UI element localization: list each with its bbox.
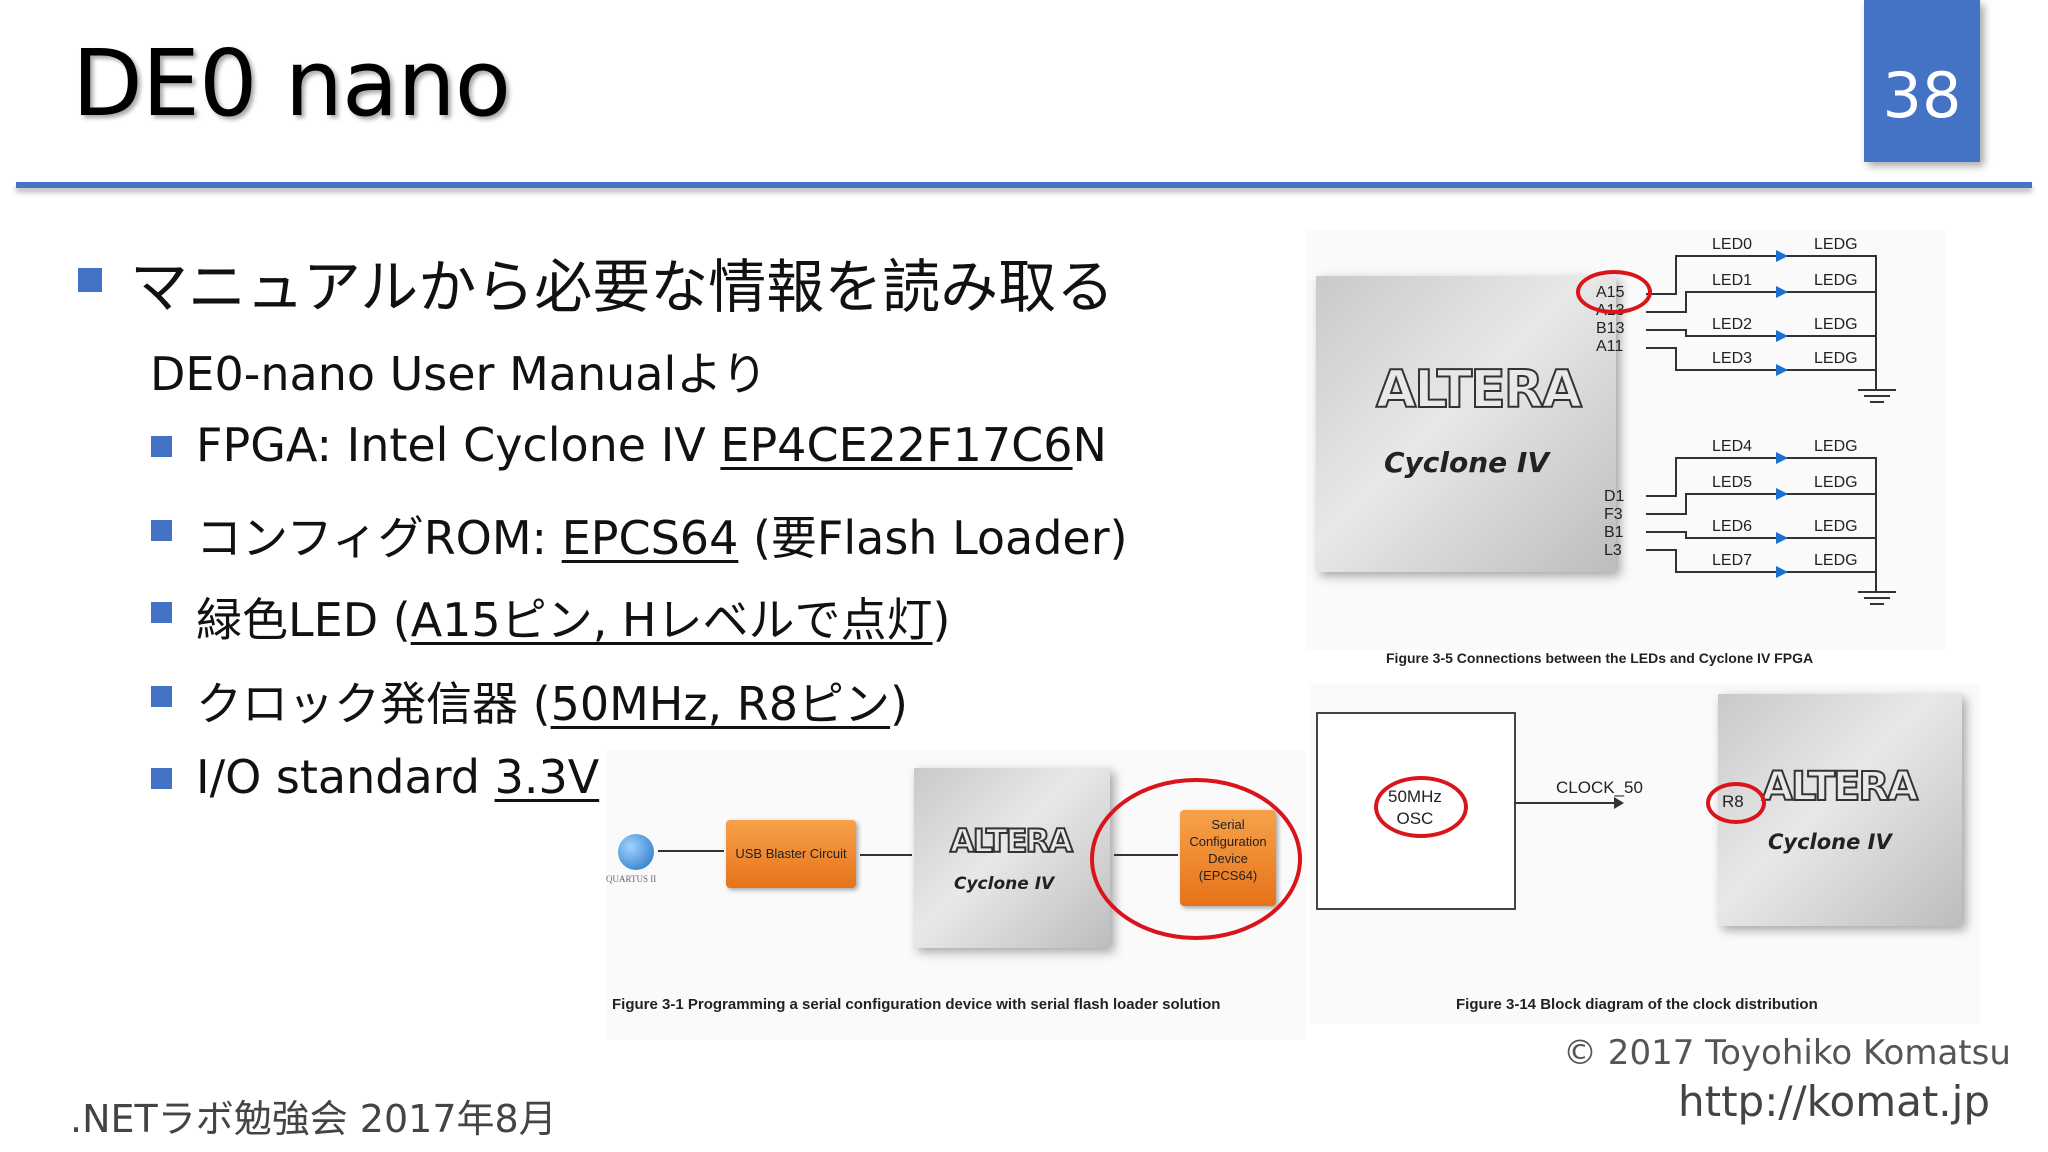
led-label: LED1 [1712, 272, 1753, 289]
config-rom-link[interactable]: EPCS64 [561, 511, 739, 565]
list-item-clock: クロック発信器 (50MHz, R8ピン) [196, 668, 908, 734]
item-suffix: ) [932, 593, 951, 647]
page-number: 38 [1882, 59, 1962, 132]
led-label: LED3 [1712, 350, 1753, 367]
connector-line [658, 850, 724, 852]
pin-label: D1 [1604, 488, 1625, 505]
altera-logo: ALTERA [1761, 763, 1919, 811]
bullet-icon [151, 520, 172, 541]
item-prefix: コンフィグROM: [196, 511, 562, 565]
pin-label: L3 [1604, 542, 1622, 559]
pin-label: B13 [1596, 320, 1625, 337]
bullet-icon [151, 436, 172, 457]
led-color-label: LEDG [1814, 316, 1858, 333]
connector-line [860, 854, 912, 856]
clock-link[interactable]: 50MHz, R8ピン [550, 677, 891, 731]
led-label: LED2 [1712, 316, 1753, 333]
altera-logo: ALTERA [1375, 359, 1583, 421]
bullet-icon [78, 268, 102, 292]
list-item-led: 緑色LED (A15ピン, Hレベルで点灯) [196, 584, 950, 650]
list-item-config-rom: コンフィグROM: EPCS64 (要Flash Loader) [196, 502, 1128, 568]
item-prefix: FPGA: Intel Cyclone IV [196, 418, 721, 472]
item-prefix: I/O standard [196, 750, 495, 804]
item-prefix: 緑色LED ( [196, 593, 411, 647]
led-wiring [1646, 250, 1896, 605]
list-item-fpga: FPGA: Intel Cyclone IV EP4CE22F17C6N [196, 418, 1107, 472]
led-color-label: LEDG [1814, 236, 1858, 253]
cyclone-logo: Cyclone IV [954, 874, 1055, 894]
led-color-label: LEDG [1814, 474, 1858, 491]
led-label: LED4 [1712, 438, 1753, 455]
led-color-label: LEDG [1814, 272, 1858, 289]
fpga-chip: ALTERA Cyclone IV [1718, 694, 1962, 926]
quartus-logo-icon [618, 834, 654, 870]
led-label: LED7 [1712, 552, 1753, 569]
part-number-link[interactable]: EP4CE22F17C6 [720, 418, 1073, 472]
footer-event: .NETラボ勉強会 2017年8月 [70, 1097, 557, 1141]
bullet-icon [151, 602, 172, 623]
led-color-label: LEDG [1814, 518, 1858, 535]
main-heading: マニュアルから必要な情報を読み取る [130, 253, 1115, 321]
pin-label: A11 [1596, 338, 1624, 355]
highlight-circle [1576, 270, 1652, 314]
led-color-label: LEDG [1814, 438, 1858, 455]
cyclone-logo: Cyclone IV [1768, 830, 1892, 854]
slide-title: DE0 nano [72, 30, 511, 137]
item-prefix: クロック発信器 ( [196, 677, 551, 731]
arrow-icon [1614, 797, 1624, 809]
altera-logo: ALTERA [949, 821, 1074, 861]
fpga-chip: ALTERA Cyclone IV [914, 768, 1110, 948]
led-color-label: LEDG [1814, 552, 1858, 569]
figure-caption: Figure 3-1 Programming a serial configur… [612, 996, 1221, 1013]
item-suffix: (要Flash Loader) [738, 511, 1128, 565]
led-label: LED6 [1712, 518, 1753, 535]
highlight-circle [1090, 778, 1302, 940]
bullet-icon [151, 686, 172, 707]
cyclone-logo: Cyclone IV [1384, 446, 1549, 479]
bullet-icon [151, 768, 172, 789]
pin-label: F3 [1604, 506, 1623, 523]
clock-signal-line [1514, 802, 1622, 804]
footer-copyright: © 2017 Toyohiko Komatsu [1563, 1033, 2011, 1073]
led-label: LED5 [1712, 474, 1753, 491]
led-pin-link[interactable]: A15ピン, Hレベルで点灯 [410, 593, 933, 647]
item-suffix: ) [890, 677, 908, 731]
led-label: LED0 [1712, 236, 1753, 253]
page-number-badge: 38 [1864, 0, 1980, 162]
title-divider [16, 182, 2032, 188]
pin-label: B1 [1604, 524, 1624, 541]
source-note: DE0-nano User Manualより [150, 347, 768, 401]
list-item-io-standard: I/O standard 3.3V [196, 750, 599, 804]
clock-figure: 50MHz OSC CLOCK_50 ALTERA Cyclone IV R8 … [1310, 684, 1980, 1024]
clock-signal-label: CLOCK_50 [1556, 778, 1643, 797]
figure-caption: Figure 3-14 Block diagram of the clock d… [1456, 996, 1818, 1013]
highlight-circle [1374, 776, 1468, 838]
footer-url[interactable]: http://komat.jp [1678, 1077, 1990, 1126]
fpga-chip: ALTERA Cyclone IV [1316, 276, 1616, 572]
usb-blaster-box: USB Blaster Circuit [726, 820, 856, 888]
quartus-label: QUARTUS II [606, 874, 657, 884]
figure-caption: Figure 3-5 Connections between the LEDs … [1386, 650, 1814, 666]
led-figure: ALTERA Cyclone IV A15 A13 B13 A11 D1 F3 … [1306, 230, 1946, 666]
highlight-circle [1706, 782, 1766, 824]
item-suffix: N [1072, 418, 1107, 472]
io-standard-link[interactable]: 3.3V [494, 750, 600, 804]
config-figure: QUARTUS II USB Blaster Circuit ALTERA Cy… [606, 750, 1306, 1040]
led-color-label: LEDG [1814, 350, 1858, 367]
